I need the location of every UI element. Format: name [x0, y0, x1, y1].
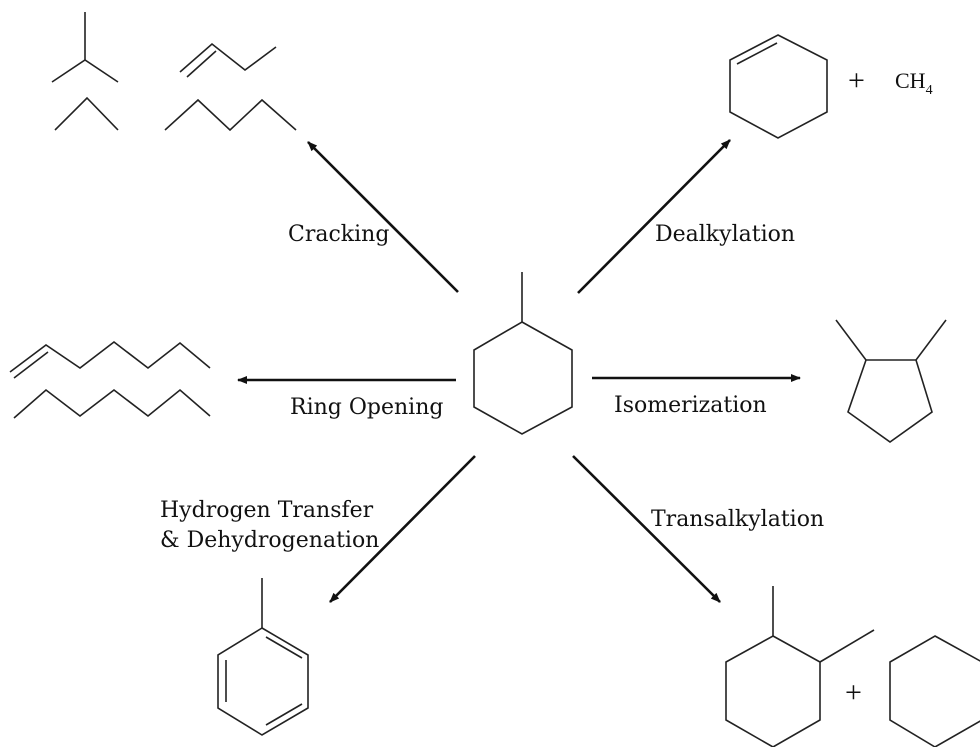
toluene-structure: [217, 578, 309, 736]
arrow-cracking: [307, 141, 459, 293]
cyclohexane-structure: [889, 635, 980, 747]
dimethylcyclohexane-structure: [725, 586, 875, 747]
cracking-products: [51, 12, 297, 132]
label-hydrogen-transfer: Hydrogen Transfer: [160, 498, 374, 523]
arrow-dealkylation: [577, 139, 731, 294]
label-dealkylation: Dealkylation: [655, 222, 795, 247]
transalkylation-plus-sign: +: [845, 676, 862, 709]
methylcyclohexane-structure: [473, 272, 573, 435]
label-cracking: Cracking: [288, 222, 389, 247]
label-ring-opening: Ring Opening: [290, 395, 443, 420]
label-dehydrogenation: & Dehydrogenation: [160, 528, 379, 553]
arrow-hydrogen-transfer: [329, 455, 476, 603]
label-transalkylation: Transalkylation: [651, 507, 824, 532]
dimethylcyclopentane-structure: [835, 319, 947, 443]
dealkylation-plus-sign: +: [848, 64, 865, 97]
cyclohexene-structure: [729, 34, 828, 139]
ring-opening-products: [9, 340, 211, 419]
label-isomerization: Isomerization: [614, 393, 767, 418]
arrow-transalkylation: [572, 455, 721, 603]
methane-formula: CH4: [895, 68, 933, 98]
